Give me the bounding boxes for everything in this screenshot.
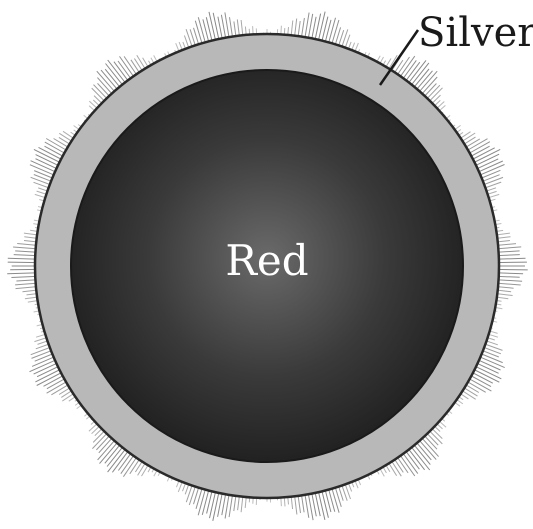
silver-label: Silver [418, 10, 533, 56]
core-label: Red [225, 236, 308, 285]
